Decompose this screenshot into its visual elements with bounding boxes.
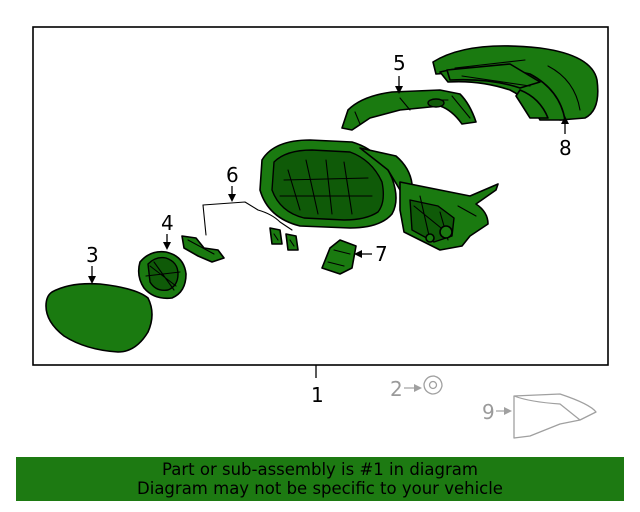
part-8-mirror-cap[interactable]	[432, 45, 599, 121]
part-6-wiring-harness[interactable]	[181, 201, 299, 263]
callout-8: 8	[559, 136, 572, 160]
part-1-mirror-housing[interactable]	[259, 139, 499, 251]
part-3-mirror-glass[interactable]	[45, 282, 153, 353]
part-2-clip[interactable]	[423, 375, 443, 395]
callout-1: 1	[311, 383, 324, 407]
callout-6: 6	[226, 163, 239, 187]
callout-arrows	[88, 76, 569, 415]
notice-line-1: Part or sub-assembly is #1 in diagram	[162, 460, 478, 479]
callout-2: 2	[390, 377, 403, 401]
notice-line-2: Diagram may not be specific to your vehi…	[137, 479, 503, 498]
diagram-notice-banner: Part or sub-assembly is #1 in diagram Di…	[16, 457, 624, 501]
part-4-actuator[interactable]	[137, 250, 187, 300]
callout-4: 4	[161, 211, 174, 235]
callout-3: 3	[86, 243, 99, 267]
callout-5: 5	[393, 51, 406, 75]
part-9-cover[interactable]	[513, 393, 597, 439]
part-7-module[interactable]	[321, 239, 357, 275]
callout-9: 9	[482, 400, 495, 424]
part-5-upper-trim[interactable]	[341, 89, 477, 131]
callout-7: 7	[375, 242, 388, 266]
